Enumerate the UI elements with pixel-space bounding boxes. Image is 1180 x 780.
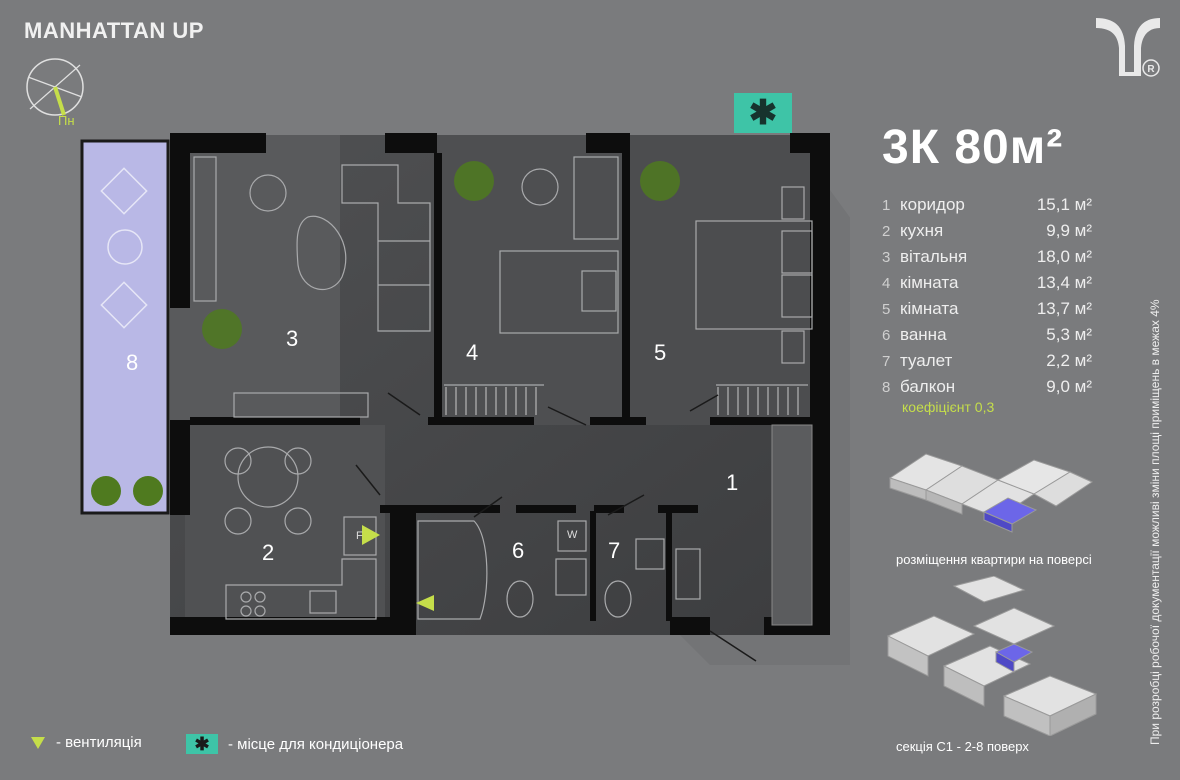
room-number: 7 (882, 352, 891, 370)
room-row: 7 туалет 2,2 м² (882, 348, 1092, 374)
room-name: кімната (900, 273, 959, 292)
room-number: 4 (882, 274, 891, 292)
section-caption: секція С1 - 2-8 поверх (896, 739, 1029, 754)
room-area: 5,3 м² (1046, 325, 1092, 344)
room-list: 1 коридор 15,1 м² 2 кухня 9,9 м² 3 вітальня 18… (882, 192, 1092, 400)
brand-title: MANHATTAN UP (24, 18, 204, 43)
room-label-1: 1 (726, 470, 739, 495)
room-area: 18,0 м² (1036, 247, 1092, 266)
room-name: кімната (900, 299, 959, 318)
room-area: 13,7 м² (1036, 299, 1092, 318)
room-name: туалет (900, 351, 953, 370)
logo-icon: R (1096, 18, 1160, 77)
ventilation-triangle-icon (31, 736, 45, 749)
vent-marker-2 (416, 595, 434, 611)
room-row: 8 балкон 9,0 м² (882, 374, 1092, 400)
room-label-8: 8 (126, 350, 139, 375)
room-number: 6 (882, 326, 891, 344)
apartment-title: 3К 80м² (882, 121, 1064, 174)
compass-icon (26, 58, 84, 116)
section-diagram (886, 576, 1098, 736)
room-row: 5 кімната 13,7 м² (882, 296, 1092, 322)
room-area: 9,0 м² (1046, 377, 1092, 396)
room-name: коридор (900, 195, 965, 214)
room-row: 2 кухня 9,9 м² (882, 218, 1092, 244)
room-number: 1 (882, 196, 891, 214)
ac-legend-symbol: ✱ (194, 733, 210, 754)
legend-ventilation-label: - вентиляція (56, 734, 142, 751)
room-label-6: 6 (512, 538, 525, 563)
svg-text:R: R (1147, 64, 1155, 75)
room-number: 8 (882, 378, 891, 396)
room-name: кухня (900, 221, 944, 240)
ac-spot-marker: ✱ (734, 93, 792, 133)
floor-placement-caption: розміщення квартири на поверсі (896, 552, 1092, 567)
legend-ac-label: - місце для кондиціонера (228, 735, 404, 753)
room-row: 1 коридор 15,1 м² (882, 192, 1092, 218)
room-name: ванна (900, 325, 947, 344)
compass-north-label: Пн (58, 113, 75, 128)
room-number: 2 (882, 222, 891, 240)
room-area: 13,4 м² (1036, 273, 1092, 292)
room-label-5: 5 (654, 340, 667, 365)
room-number: 5 (882, 300, 891, 318)
floor-plan (80, 133, 850, 665)
fridge-label: F (356, 530, 363, 542)
coefficient-note: коефіцієнт 0,3 (902, 399, 995, 415)
room-number: 3 (882, 248, 891, 266)
room-row: 3 вітальня 18,0 м² (882, 244, 1092, 270)
room-area: 9,9 м² (1046, 221, 1092, 240)
vent-marker-1 (362, 525, 380, 545)
floor-placement-diagram (888, 453, 1094, 533)
room-row: 6 ванна 5,3 м² (882, 322, 1092, 348)
room-area: 15,1 м² (1036, 195, 1092, 214)
legend-ventilation: - вентиляція (30, 734, 142, 751)
room-name: балкон (900, 377, 956, 396)
disclaimer-note: При розробці робочої документації можлив… (1148, 299, 1162, 745)
washer-label: W (567, 529, 578, 541)
room-area: 2,2 м² (1046, 351, 1092, 370)
room-label-3: 3 (286, 326, 299, 351)
room-label-4: 4 (466, 340, 479, 365)
ac-symbol: ✱ (748, 94, 778, 132)
legend-ac: ✱ - місце для кондиціонера (186, 734, 403, 754)
room-name: вітальня (900, 247, 968, 266)
room-label-2: 2 (262, 540, 275, 565)
room-row: 4 кімната 13,4 м² (882, 270, 1092, 296)
ac-place-icon: ✱ (186, 734, 218, 754)
room-label-7: 7 (608, 538, 621, 563)
